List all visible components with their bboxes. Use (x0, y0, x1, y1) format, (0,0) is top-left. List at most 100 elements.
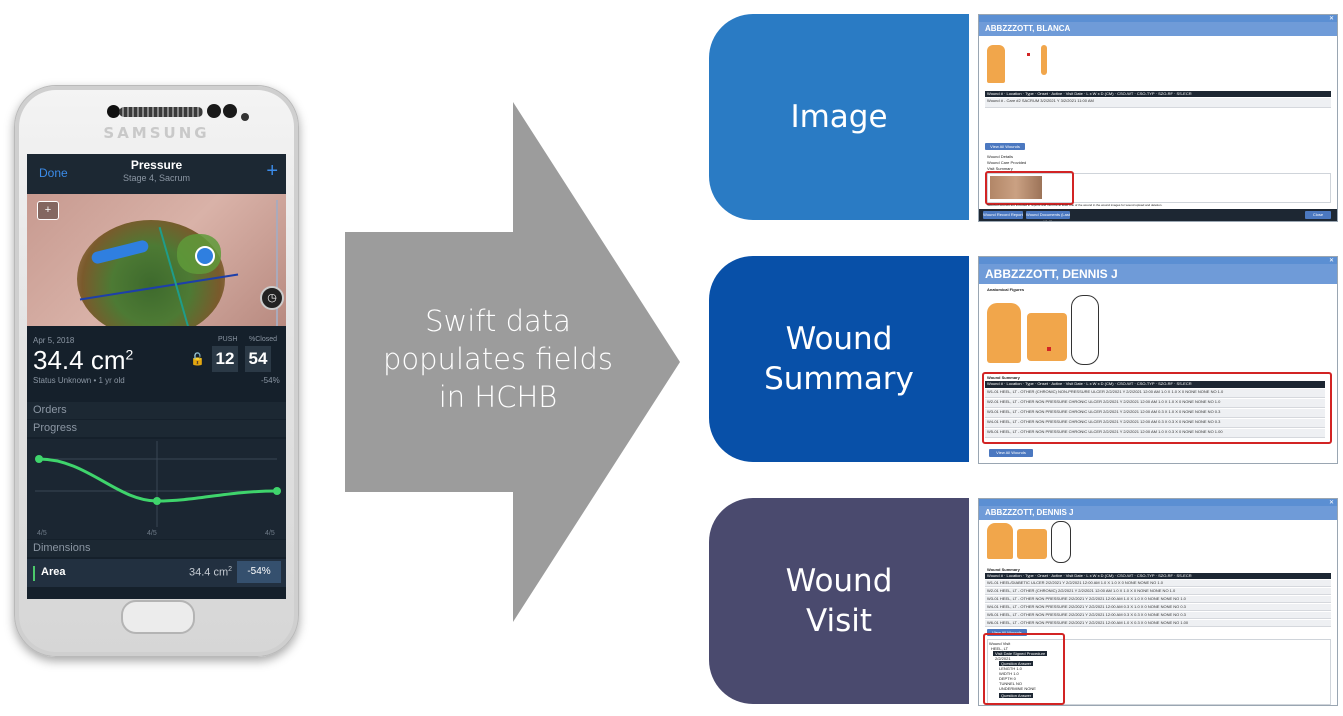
window-titlebar: ✕ (979, 257, 1337, 264)
highlight-box (983, 633, 1065, 705)
progress-line (38, 457, 278, 503)
hchb-image-screen: ✕ ABBZZZOTT, BLANCA Wound # · Location ·… (978, 14, 1338, 222)
close-icon[interactable]: ✕ (1328, 500, 1334, 506)
grid-header: Wound # · Location · Type · Onset · Acti… (985, 573, 1331, 579)
flow-arrow (345, 102, 680, 622)
close-button[interactable]: Close (1305, 211, 1331, 219)
patient-name: ABBZZZOTT, DENNIS J (979, 506, 1337, 520)
wound-documents-button[interactable]: Wound Documents (Last Visit) (1026, 211, 1070, 222)
plus-icon[interactable]: + (266, 160, 278, 182)
tree-node[interactable]: TUNNEL NO (999, 681, 1022, 686)
closed-percent: 54 (245, 346, 271, 372)
view-all-wounds-button[interactable]: View All Wounds (989, 449, 1033, 457)
checkbox-wound-details[interactable]: Wound Details (987, 154, 1013, 159)
front-sensor (107, 105, 120, 118)
home-button[interactable] (121, 600, 195, 634)
foot-outline[interactable] (1071, 295, 1099, 365)
table-row[interactable]: W6-01 HEEL, LT - OTHER NON PRESSURE 2/2/… (985, 620, 1331, 627)
patient-name: ABBZZZOTT, BLANCA (979, 22, 1337, 36)
foot-figure[interactable] (1027, 313, 1067, 361)
progress-point[interactable] (35, 455, 43, 463)
progress-header: Progress (27, 420, 286, 437)
foot-figure[interactable] (1017, 529, 1047, 559)
wound-marker (1027, 53, 1030, 56)
location-pin-icon[interactable] (195, 246, 215, 266)
table-row[interactable]: W1-01 HEEL, LT - OTHER (CHRONIC) NON-PRE… (985, 389, 1325, 398)
notification-light (241, 113, 249, 121)
wound-image-note: Selected wounds are included in reports … (987, 203, 1163, 207)
tree-node[interactable]: LENGTH 1.0 (999, 666, 1022, 671)
grid-header: Wound # · Location · Type · Onset · Acti… (985, 91, 1331, 97)
clock-icon[interactable]: ◷ (260, 286, 284, 310)
dimension-row-area[interactable]: Area 34.4 cm2 -54% (27, 559, 286, 587)
view-all-wounds-button[interactable]: View All Wounds (987, 629, 1027, 636)
tree-node[interactable]: 2/2/2021 (995, 656, 1011, 661)
dimension-accent (33, 566, 35, 581)
area-unit-exponent: 2 (125, 346, 134, 363)
dimensions-header: Dimensions (27, 540, 286, 557)
image-panel (987, 173, 1331, 203)
window-titlebar: ✕ (979, 15, 1337, 22)
tree-node[interactable]: WIDTH 1.0 (999, 671, 1019, 676)
progress-chart: 4/5 4/5 4/5 (27, 439, 286, 539)
photo-timeline-slider[interactable] (276, 200, 278, 326)
view-all-wounds-button[interactable]: View All Wounds (985, 143, 1025, 150)
wound-photo[interactable]: + ◷ (27, 194, 286, 326)
lock-icon[interactable]: 🔓 (190, 352, 205, 366)
orders-header[interactable]: Orders (27, 402, 286, 419)
checkbox-visit-summary[interactable]: Visit Summary (987, 166, 1013, 171)
dimension-value: 34.4 cm2 (189, 566, 232, 579)
hchb-wound-visit-screen: ✕ ABBZZZOTT, DENNIS J Wound Summary Woun… (978, 498, 1338, 706)
area-value: 34.4 cm2 (33, 345, 133, 376)
grid-header: Wound # · Location · Type · Onset · Acti… (985, 381, 1325, 388)
arrow-caption-line: in HCHB (438, 380, 558, 414)
tree-node[interactable]: UNDERMINE NONE (999, 686, 1036, 691)
dimension-unit-exponent: 2 (228, 566, 233, 573)
dimension-change: -54% (237, 561, 281, 583)
progress-x-label: 4/5 (37, 530, 47, 537)
proximity-sensor (223, 104, 237, 118)
measurement-date: Apr 5, 2018 (33, 336, 75, 345)
close-icon[interactable]: ✕ (1328, 258, 1334, 264)
arrow-caption-line: Swift data (425, 304, 571, 338)
tree-node[interactable]: HEEL, LT (991, 646, 1009, 651)
anatomical-figure[interactable] (987, 45, 1005, 83)
progress-point[interactable] (153, 497, 161, 505)
highlight-box (985, 171, 1074, 205)
wound-record-report-button[interactable]: Wound Record Report (983, 211, 1023, 219)
push-score: 12 (212, 346, 238, 372)
tree-node[interactable]: Wound Visit (989, 641, 1011, 646)
summary-section-label: Wound Summary (987, 567, 1020, 572)
anatomical-figure[interactable] (987, 303, 1021, 363)
anatomical-figure-side[interactable] (1041, 45, 1047, 75)
checkbox-wound-care[interactable]: Wound Care Provided (987, 160, 1027, 165)
anatomical-figure[interactable] (987, 523, 1013, 559)
arrow-caption: Swift data populates fields in HCHB (368, 302, 628, 416)
foot-outline[interactable] (1051, 521, 1071, 563)
wound-status: Status Unknown • 1 yr old (33, 376, 125, 385)
close-icon[interactable]: ✕ (1328, 16, 1334, 22)
table-row[interactable]: W5-01 HEEL, LT - OTHER NON PRESSURE CHRO… (985, 429, 1325, 438)
closed-label: %Closed (249, 336, 278, 343)
table-row[interactable]: Wound # - Care #2 SACRUM 3/2/2021 Y 3/2/… (985, 98, 1331, 108)
table-row[interactable]: W2-01 HEEL, LT - OTHER NON PRESSURE CHRO… (985, 399, 1325, 408)
comment-icon[interactable]: + (37, 201, 59, 220)
wound-summary-tile: Wound Summary (709, 256, 969, 462)
tree-node[interactable]: DEPTH 0 (999, 676, 1016, 681)
table-row[interactable]: W1-01 HEEL/DIABETIC ULCER 2/2/2021 Y 2/2… (985, 580, 1331, 587)
table-row[interactable]: W2-01 HEEL, LT - OTHER (CHRONIC) 2/2/202… (985, 588, 1331, 595)
table-row[interactable]: W3-01 HEEL, LT - OTHER NON PRESSURE 2/2/… (985, 596, 1331, 603)
progress-point[interactable] (273, 487, 281, 495)
progress-chart-svg (35, 441, 281, 527)
table-row[interactable]: W4-01 HEEL, LT - OTHER NON PRESSURE CHRO… (985, 419, 1325, 428)
table-row[interactable]: W3-01 HEEL, LT - OTHER NON PRESSURE CHRO… (985, 409, 1325, 418)
phone-device: SAMSUNG Done Pressure Stage 4, Sacrum + … (14, 85, 299, 657)
table-row[interactable]: W5-01 HEEL, LT - OTHER NON PRESSURE 2/2/… (985, 612, 1331, 619)
arrow-caption-line: populates fields (383, 342, 613, 376)
done-button[interactable]: Done (39, 166, 68, 180)
hchb-wound-summary-screen: ✕ ABBZZZOTT, DENNIS J Anatomical Figures… (978, 256, 1338, 464)
image-tile: Image (709, 14, 969, 220)
wound-image-thumbnail[interactable] (990, 176, 1042, 199)
wound-marker (1047, 347, 1051, 351)
table-row[interactable]: W4-01 HEEL, LT - OTHER NON PRESSURE 2/2/… (985, 604, 1331, 611)
